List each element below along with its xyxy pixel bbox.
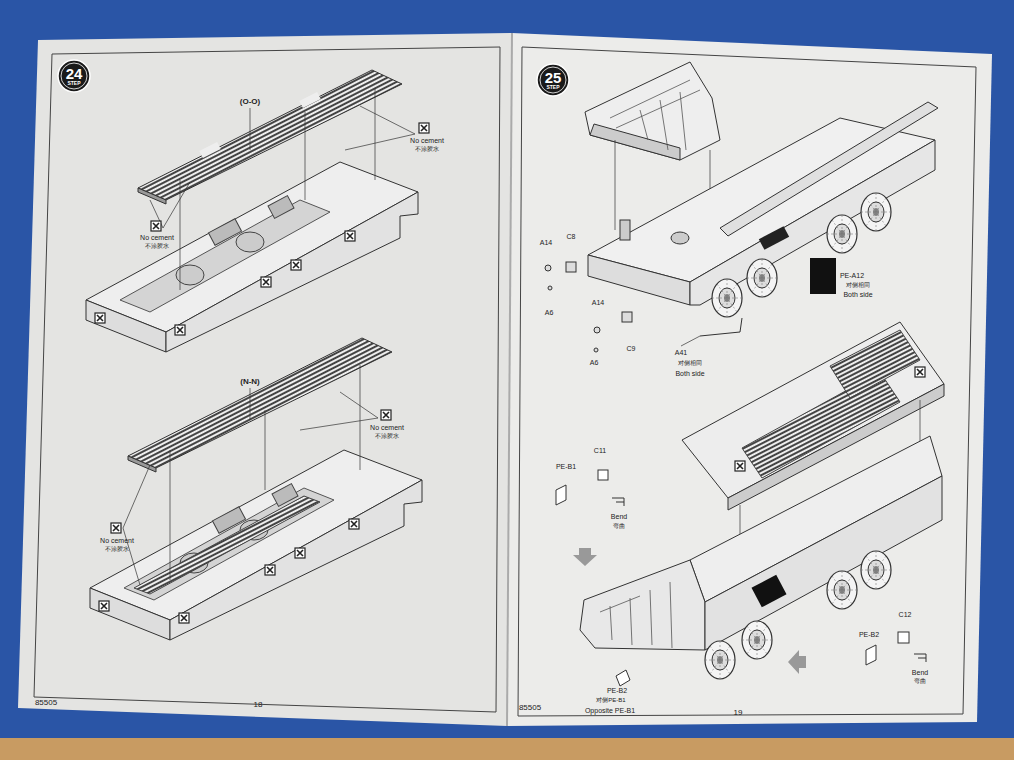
part-callout: PE-B1 <box>556 463 576 470</box>
step-word: STEP <box>539 85 567 90</box>
part-callout: (O-O) <box>240 98 260 106</box>
page-number: 19 <box>734 709 743 717</box>
part-callout: Both side <box>675 370 704 377</box>
part-callout: Bend <box>912 669 928 676</box>
part-callout: 对侧相同 <box>846 282 870 288</box>
step-number: 24 <box>60 66 88 81</box>
part-callout: 不涂胶水 <box>105 546 129 552</box>
part-callout: C11 <box>594 447 606 454</box>
part-callout: 不涂胶水 <box>415 146 439 152</box>
part-callout: Bend <box>611 513 627 520</box>
part-callout: A14 <box>540 239 552 246</box>
part-callout: 弯曲 <box>613 523 625 529</box>
part-callout: No cement <box>140 234 174 241</box>
step-word: STEP <box>60 81 88 86</box>
part-callout: 不涂胶水 <box>375 433 399 439</box>
part-callout: No cement <box>370 424 404 431</box>
part-callout: 对侧相同 <box>678 360 702 366</box>
part-callout: No cement <box>100 537 134 544</box>
part-callout: C8 <box>567 233 576 240</box>
part-callout: A41 <box>675 349 687 356</box>
step-number: 25 <box>539 70 567 85</box>
part-callout: PE-A12 <box>840 272 864 279</box>
page-number: 18 <box>254 701 263 709</box>
part-callout: Both side <box>843 291 872 298</box>
part-callout: Opposite PE-B1 <box>585 707 635 714</box>
part-callout: A6 <box>590 359 599 366</box>
part-callout: C12 <box>899 611 912 618</box>
part-callout: PE-B2 <box>859 631 879 638</box>
step-badge: 25STEP <box>536 63 570 97</box>
part-callout: A14 <box>592 299 604 306</box>
part-callout: 对侧PE-B1 <box>596 697 625 703</box>
part-callout: 不涂胶水 <box>145 243 169 249</box>
step-badge: 24STEP <box>57 59 91 93</box>
part-callout: 弯曲 <box>914 678 926 684</box>
part-callout: A6 <box>545 309 554 316</box>
part-callout: C9 <box>627 345 636 352</box>
part-callout: PE-B2 <box>607 687 627 694</box>
page-number: 85505 <box>519 704 541 712</box>
part-callout: No cement <box>410 137 444 144</box>
part-callout: (N-N) <box>240 378 260 386</box>
page-number: 85505 <box>35 699 57 707</box>
